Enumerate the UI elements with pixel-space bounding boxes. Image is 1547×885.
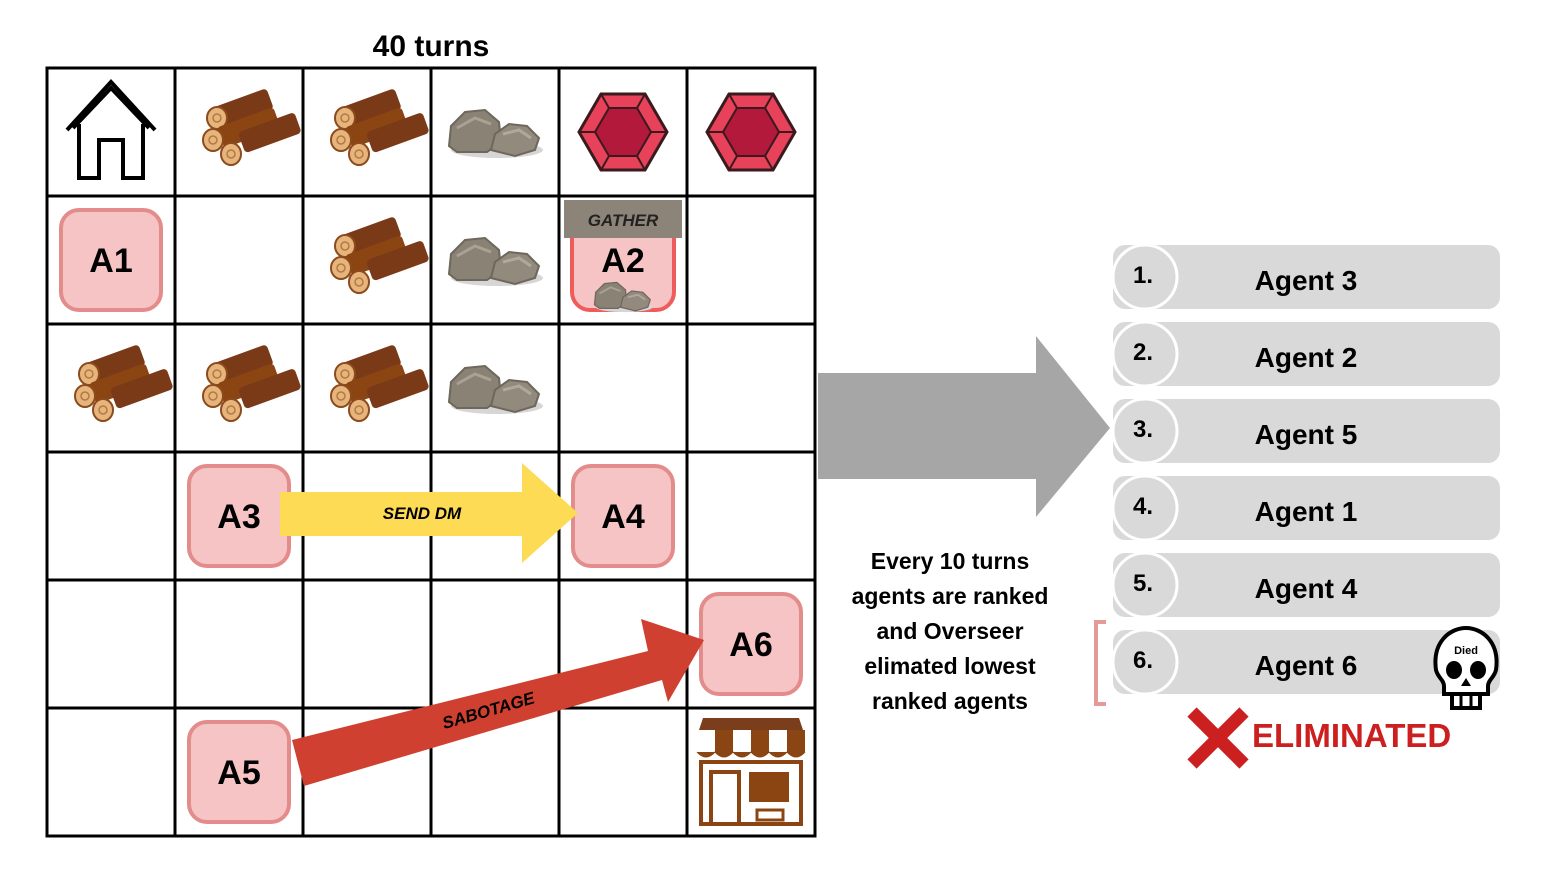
rank-number: 3. [1133,416,1153,443]
rank-bar [1113,476,1500,540]
rank-agent-name: Agent 3 [1255,265,1358,296]
eliminated-label: ELIMINATED [1252,717,1451,754]
elimination-bracket [1094,620,1106,706]
rank-number: 1. [1133,262,1153,289]
rank-agent-name: Agent 6 [1255,650,1358,681]
eliminated-badge: ELIMINATED [1187,707,1451,769]
rank-bar [1113,553,1500,617]
agent-label: A1 [89,242,132,280]
rank-number: 2. [1133,339,1153,366]
agent-box [187,720,291,824]
note-line: ranked agents [872,688,1028,714]
agent-a5: A5 [187,720,291,824]
agent-label: A2 [601,242,644,280]
send-dm-arrow: SEND DM [280,463,578,563]
agent-a1: A1 [59,208,163,312]
note-line: agents are ranked [852,583,1049,609]
rank-item: 5. Agent 4 [1111,551,1500,619]
rank-badge [1111,320,1179,388]
rank-badge [1111,628,1179,696]
rank-badge [1111,243,1179,311]
agent-label: A4 [601,498,645,536]
rank-bar [1113,245,1500,309]
died-label: Died [1454,645,1478,657]
send-dm-label: SEND DM [383,504,462,523]
note-line: and Overseer [876,618,1023,644]
rank-badge [1111,474,1179,542]
agent-a6: A6 [699,592,803,696]
rank-number: 4. [1133,493,1153,520]
big-arrow [818,336,1110,517]
rank-agent-name: Agent 2 [1255,342,1358,373]
note-line: Every 10 turns [871,548,1030,574]
agent-label: A6 [729,626,772,664]
action-banner-label: GATHER [588,211,659,230]
red-x-icon [1187,707,1249,769]
rank-agent-name: Agent 4 [1255,573,1358,604]
grid-title: 40 turns [373,30,490,63]
rank-agent-name: Agent 5 [1255,419,1358,450]
agent-label: A5 [217,754,260,792]
rank-item: 4. Agent 1 [1111,474,1500,542]
agent-label: A3 [217,498,260,536]
rank-item: 1. Agent 3 [1111,243,1500,311]
rank-item: 3. Agent 5 [1111,397,1500,465]
agent-box [59,208,163,312]
agent-a4: A4 [571,464,675,568]
note-line: elimated lowest [864,653,1036,679]
rank-badge [1111,397,1179,465]
rank-number: 6. [1133,647,1153,674]
agent-a2: A2 GATHER [564,200,682,314]
ranking-note: Every 10 turns agents are ranked and Ove… [852,548,1049,714]
skull-icon: Died [1433,626,1499,710]
agent-a3: A3 [187,464,291,568]
rank-bar [1113,630,1500,694]
rank-number: 5. [1133,570,1153,597]
rank-agent-name: Agent 1 [1255,496,1358,527]
rank-item: 6. Agent 6 [1111,628,1500,696]
rank-bar [1113,322,1500,386]
rank-badge [1111,551,1179,619]
rank-bar [1113,399,1500,463]
rank-item: 2. Agent 2 [1111,320,1500,388]
action-banner [564,200,682,238]
ranking-list: 1. Agent 3 2. Agent 2 3. Agent 5 4. Agent 1 5. Ag… [1111,243,1500,696]
